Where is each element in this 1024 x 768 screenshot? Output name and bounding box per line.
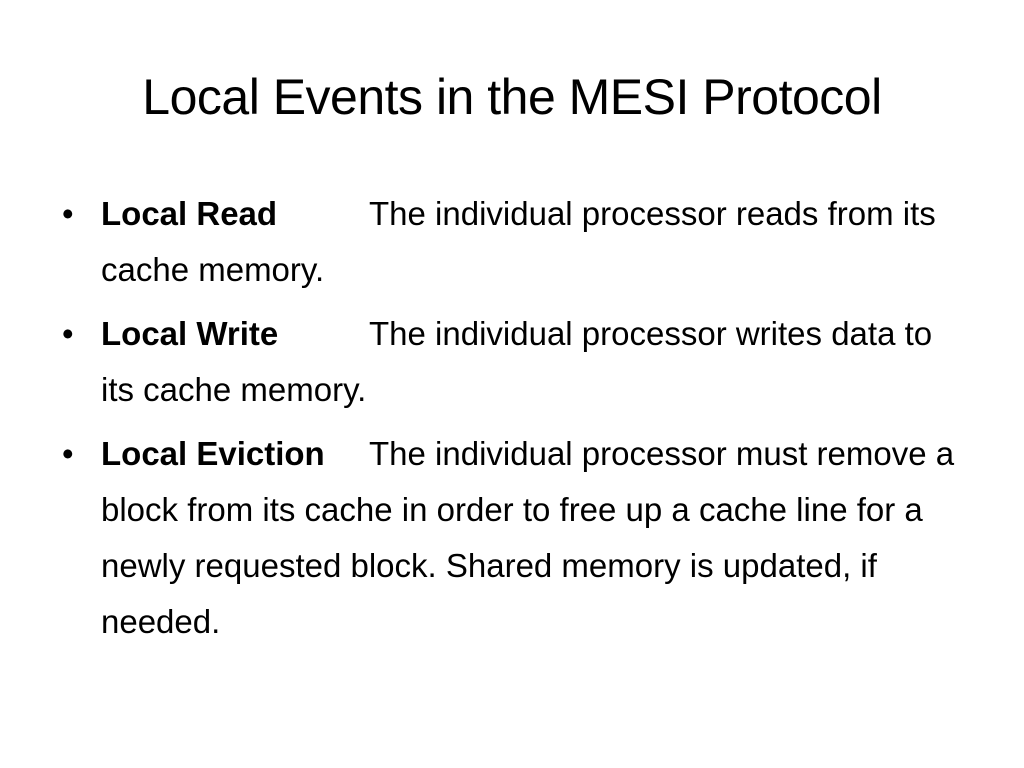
bullet-icon: • — [62, 315, 74, 352]
term-local-read: Local Read — [101, 195, 278, 232]
bullet-icon: • — [62, 195, 74, 232]
description-local-eviction: The individual processor must remove a b… — [101, 435, 955, 640]
description-local-write: The individual processor writes data to … — [101, 315, 933, 408]
bullet-icon: • — [62, 435, 74, 472]
term-local-eviction: Local Eviction — [101, 435, 325, 472]
term-local-write: Local Write — [101, 315, 279, 352]
description-local-read: The individual processor reads from its … — [101, 195, 936, 288]
slide-title: Local Events in the MESI Protocol — [142, 69, 882, 125]
